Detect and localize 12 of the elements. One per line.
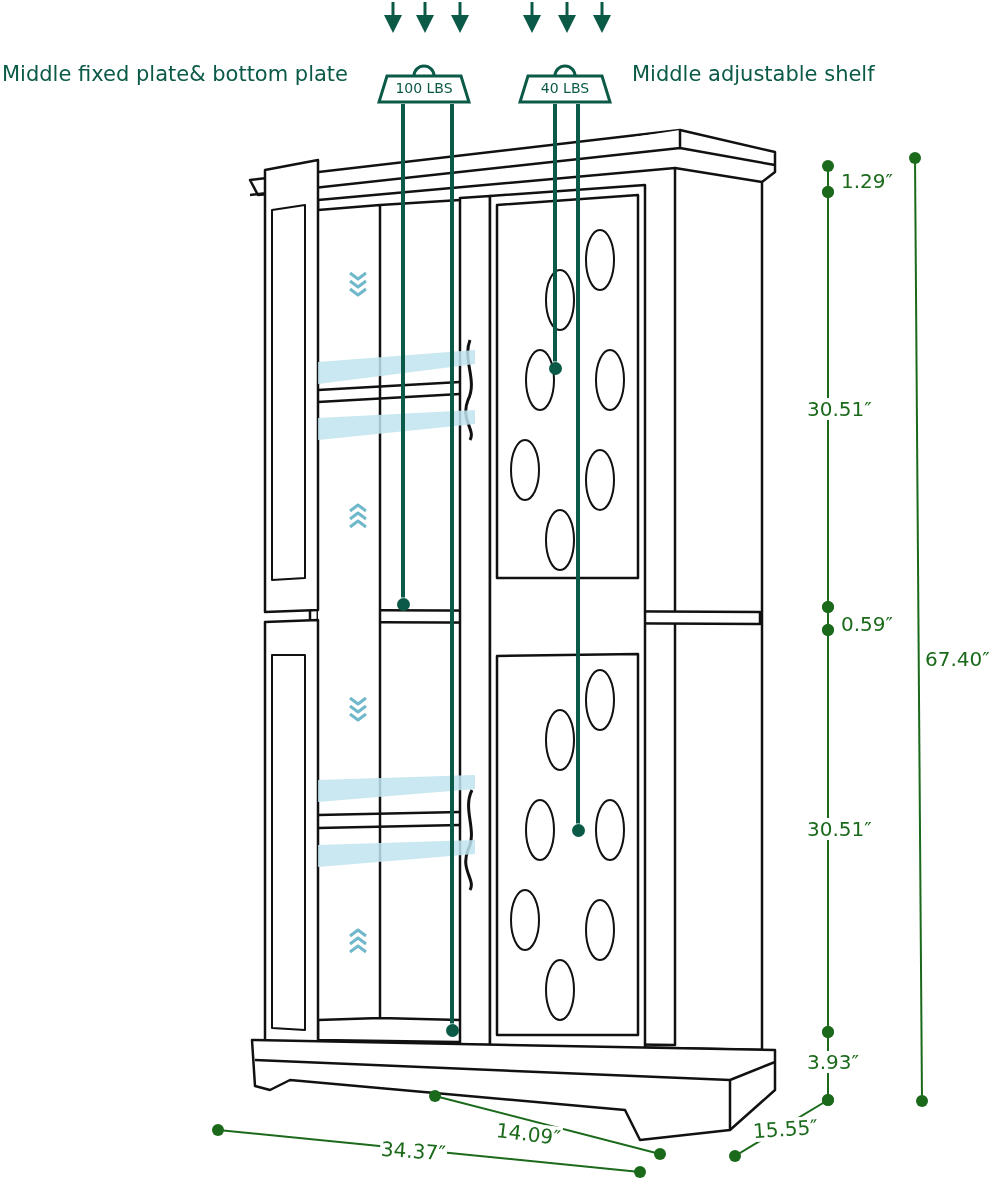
leader-line [553, 104, 557, 362]
dimension-label: 15.55″ [751, 1115, 820, 1143]
dimension-label: 30.51″ [806, 818, 873, 840]
leader-line [576, 104, 580, 824]
part-caption: Middle adjustable shelf [632, 62, 875, 86]
weight-label: 100 LBS [394, 80, 454, 96]
dimension-label: 3.93″ [806, 1051, 860, 1073]
part-caption: Middle fixed plate& bottom plate [2, 62, 349, 86]
dimension-label: 30.51″ [806, 398, 873, 420]
weight-label: 40 LBS [539, 80, 591, 96]
leader-line [450, 104, 454, 1024]
leader-line [401, 104, 405, 598]
